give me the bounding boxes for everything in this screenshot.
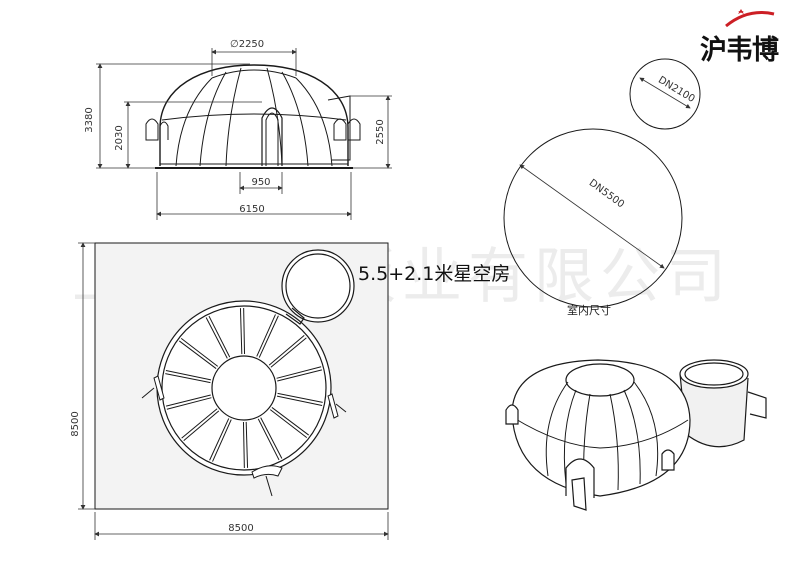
interior-circles xyxy=(503,58,701,308)
large-diameter-label: DN5500 xyxy=(587,178,626,211)
small-diameter-label: DN2100 xyxy=(656,75,697,105)
plan-rib xyxy=(257,418,280,461)
plan-rib xyxy=(271,407,309,436)
plan-rib xyxy=(212,419,232,462)
plan-rib xyxy=(165,373,211,384)
top-diameter-label: ∅2250 xyxy=(230,39,264,50)
plan-rib xyxy=(245,421,249,468)
plan-rib xyxy=(277,392,323,403)
door-width-label: 950 xyxy=(251,177,270,188)
plan-rib xyxy=(243,307,246,355)
perspective-view xyxy=(505,359,767,511)
plan-rib xyxy=(165,394,211,407)
plan-rib xyxy=(180,337,219,367)
interior-labels: DN5500 DN2100 xyxy=(587,75,697,211)
plan-rib xyxy=(183,410,220,441)
plan-width-label: 8500 xyxy=(228,523,253,534)
plan-ribs xyxy=(165,307,323,469)
interior-size-caption: 室内尺寸 xyxy=(567,304,611,317)
total-width-label: 6150 xyxy=(239,204,264,215)
plan-view xyxy=(94,242,389,510)
plan-height-label: 8500 xyxy=(70,411,81,436)
door-height-label: 2030 xyxy=(114,125,125,150)
elevation-dimension-labels: ∅2250 3380 2030 2550 950 6150 xyxy=(84,39,386,215)
plan-dimensions xyxy=(78,242,389,540)
brand-logo-text: 沪韦博 xyxy=(700,35,779,66)
plan-rib xyxy=(270,337,307,368)
plan-rib xyxy=(260,417,283,459)
product-title: 5.5+2.1米星空房 xyxy=(358,263,511,285)
plan-rib xyxy=(209,418,230,461)
plan-rib xyxy=(179,340,217,369)
plan-rib xyxy=(239,308,243,355)
elevation-view xyxy=(145,64,361,169)
plan-rib xyxy=(166,397,212,410)
plan-rib xyxy=(208,315,231,358)
total-height-label: 3380 xyxy=(84,107,95,132)
plan-rib xyxy=(205,317,228,359)
plan-rib xyxy=(268,335,305,366)
plan-rib xyxy=(258,315,279,358)
plan-rib xyxy=(165,370,212,381)
plan-rib xyxy=(256,314,276,357)
plan-dimension-labels: 8500 8500 xyxy=(70,411,254,534)
elevation-dimensions xyxy=(96,48,392,220)
plan-rib xyxy=(277,369,323,382)
plan-rib xyxy=(269,409,308,439)
side-height-label: 2550 xyxy=(375,119,386,144)
plan-rib xyxy=(276,366,322,379)
brand-logo-swoosh-icon xyxy=(725,9,775,28)
plan-rib xyxy=(242,421,245,469)
plan-rib xyxy=(276,395,323,406)
plan-rib xyxy=(181,408,218,439)
